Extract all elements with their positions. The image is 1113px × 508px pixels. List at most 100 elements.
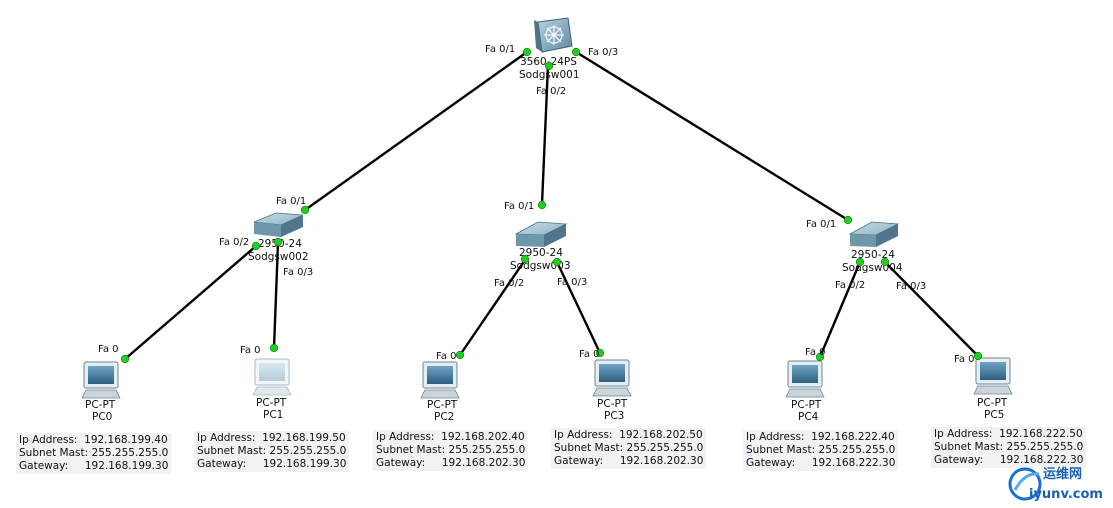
ip-label: Ip Address: bbox=[934, 428, 993, 440]
mask-value: 255.255.255.0 bbox=[269, 445, 347, 457]
ip-value: 192.168.222.40 bbox=[811, 431, 895, 443]
ip-label: Ip Address: bbox=[746, 431, 805, 443]
link-sw003-pc3[interactable] bbox=[555, 261, 602, 354]
pc-type: PC-PT bbox=[597, 398, 628, 410]
watermark-url: iyunv.com bbox=[1029, 487, 1103, 502]
ip-label: Ip Address: bbox=[376, 431, 435, 443]
pc-2[interactable]: PC-PT PC2 bbox=[420, 361, 460, 423]
port-label: Fa 0/3 bbox=[283, 267, 313, 278]
pc-name: PC4 bbox=[798, 411, 819, 423]
port-label: Fa 0/1 bbox=[485, 44, 515, 55]
gw-value: 192.168.202.30 bbox=[619, 455, 704, 467]
ip-value: 192.168.202.40 bbox=[441, 431, 525, 443]
pc-icon bbox=[81, 361, 121, 399]
link-sw004-pc4[interactable] bbox=[818, 261, 862, 358]
port-dot bbox=[120, 354, 130, 364]
link-sw002-pc0[interactable] bbox=[124, 245, 257, 360]
port-label: Fa 0 bbox=[805, 347, 826, 358]
port-label: Fa 0/3 bbox=[896, 281, 926, 292]
mask-value: 255.255.255.0 bbox=[818, 444, 896, 456]
gw-label: Gateway: bbox=[197, 458, 247, 470]
link-sw004-pc5[interactable] bbox=[884, 261, 979, 357]
port-label: Fa 0 bbox=[98, 344, 119, 355]
pc-5[interactable]: PC-PT PC5 bbox=[973, 357, 1013, 421]
port-link-lights bbox=[120, 47, 983, 364]
gw-value: 192.168.199.30 bbox=[262, 458, 347, 470]
core-switch-name: Sodgsw001 bbox=[519, 69, 580, 81]
gw-label: Gateway: bbox=[934, 454, 984, 466]
pc-type: PC-PT bbox=[85, 399, 116, 411]
pc-0[interactable]: PC-PT PC0 bbox=[81, 361, 121, 423]
gw-value: 192.168.199.30 bbox=[84, 460, 169, 472]
access-switch-sodgsw002[interactable]: 2950-24 Sodgsw002 bbox=[248, 212, 309, 263]
switch-icon bbox=[848, 221, 900, 247]
gw-label: Gateway: bbox=[376, 457, 426, 469]
port-dot bbox=[522, 47, 532, 57]
pc3-ip-info: Ip Address: 192.168.202.50 Subnet Mast: … bbox=[551, 428, 707, 469]
gw-label: Gateway: bbox=[554, 455, 604, 467]
link-sw001-sw003[interactable] bbox=[540, 64, 550, 205]
cable-links bbox=[124, 50, 979, 360]
watermark-cn: 运维网 bbox=[1043, 466, 1082, 482]
port-label: Fa 0/2 bbox=[219, 237, 249, 248]
switch-name: Sodgsw004 bbox=[842, 262, 903, 274]
pc-name: PC3 bbox=[604, 410, 624, 422]
port-dot bbox=[571, 47, 581, 57]
link-sw001-sw004[interactable] bbox=[575, 50, 849, 222]
mask-label: Subnet Mast: bbox=[376, 444, 446, 456]
port-label: Fa 0 bbox=[436, 351, 457, 362]
port-labels: Fa 0/1 Fa 0/2 Fa 0/3 Fa 0/1 Fa 0/2 Fa 0/… bbox=[98, 44, 975, 365]
gw-value: 192.168.222.30 bbox=[999, 454, 1084, 466]
ip-value: 192.168.222.50 bbox=[999, 428, 1083, 440]
pc4-ip-info: Ip Address: 192.168.222.40 Subnet Mast: … bbox=[743, 430, 899, 471]
pc-1[interactable]: PC-PT PC1 bbox=[252, 358, 292, 421]
pc-icon bbox=[420, 361, 460, 399]
pc-type: PC-PT bbox=[427, 399, 458, 411]
port-dot bbox=[455, 350, 465, 360]
watermark-logo: 运维网 iyunv.com bbox=[1007, 460, 1107, 502]
pc-4[interactable]: PC-PT PC4 bbox=[785, 360, 825, 423]
mask-value: 255.255.255.0 bbox=[626, 442, 704, 454]
multilayer-switch-icon bbox=[534, 17, 573, 53]
mask-label: Subnet Mast: bbox=[19, 447, 89, 459]
access-switch-sodgsw004[interactable]: 2950-24 Sodgsw004 bbox=[842, 221, 903, 274]
pc-name: PC1 bbox=[263, 409, 283, 421]
yunv-logo-icon: 运维网 iyunv.com bbox=[1008, 466, 1103, 502]
link-sw002-pc1[interactable] bbox=[272, 242, 280, 349]
core-switch-sodgsw001[interactable]: 3560-24PS Sodgsw001 bbox=[519, 17, 580, 81]
mask-label: Subnet Mast: bbox=[197, 445, 267, 457]
pc2-ip-info: Ip Address: 192.168.202.40 Subnet Mast: … bbox=[373, 430, 529, 471]
pc-icon bbox=[252, 358, 292, 396]
pc-type: PC-PT bbox=[256, 397, 287, 409]
port-label: Fa 0 bbox=[579, 349, 600, 360]
port-label: Fa 0 bbox=[240, 345, 261, 356]
mask-value: 255.255.255.0 bbox=[448, 444, 526, 456]
mask-value: 255.255.255.0 bbox=[1006, 441, 1084, 453]
gw-value: 192.168.202.30 bbox=[441, 457, 526, 469]
port-dot bbox=[973, 351, 983, 361]
ip-value: 192.168.199.40 bbox=[84, 434, 168, 446]
pc-icon bbox=[592, 359, 632, 397]
switch-name: Sodgsw002 bbox=[248, 251, 309, 263]
mask-label: Subnet Mast: bbox=[934, 441, 1004, 453]
port-dot bbox=[595, 348, 605, 358]
pc-type: PC-PT bbox=[977, 397, 1008, 409]
pc-name: PC5 bbox=[984, 409, 1004, 421]
switch-model: 2950-24 bbox=[519, 247, 563, 259]
link-sw003-pc2[interactable] bbox=[459, 259, 526, 356]
link-sw001-sw002[interactable] bbox=[304, 51, 528, 211]
port-label: Fa 0 bbox=[954, 354, 975, 365]
pc1-ip-info: Ip Address: 192.168.199.50 Subnet Mast: … bbox=[194, 431, 350, 472]
mask-label: Subnet Mast: bbox=[746, 444, 816, 456]
pc-name: PC2 bbox=[434, 411, 454, 423]
port-dot bbox=[273, 237, 283, 247]
port-dot bbox=[855, 257, 865, 267]
port-dot bbox=[537, 200, 547, 210]
port-dot bbox=[552, 257, 562, 267]
port-label: Fa 0/2 bbox=[494, 278, 524, 289]
pc-3[interactable]: PC-PT PC3 bbox=[592, 359, 632, 422]
port-dot bbox=[269, 343, 279, 353]
port-dot bbox=[300, 205, 310, 215]
access-switch-sodgsw003[interactable]: 2950-24 Sodgsw003 bbox=[510, 221, 571, 272]
